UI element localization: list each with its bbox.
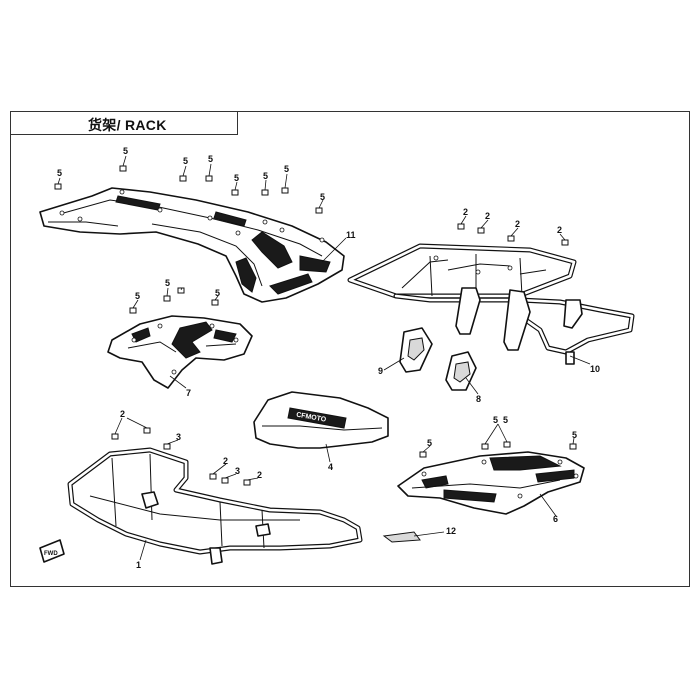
callout-2: 2 bbox=[515, 219, 520, 229]
bolt-5 bbox=[205, 175, 213, 182]
callout-5: 5 bbox=[57, 168, 62, 178]
callout-10: 10 bbox=[590, 364, 600, 374]
bolt-5 bbox=[281, 187, 289, 194]
callout-12: 12 bbox=[446, 526, 456, 536]
callout-7: 7 bbox=[186, 388, 191, 398]
part-9-bracket bbox=[399, 327, 433, 373]
callout-2: 2 bbox=[223, 456, 228, 466]
bolt-2 bbox=[243, 479, 251, 486]
diagram-frame bbox=[10, 111, 690, 587]
bolt-5 bbox=[211, 299, 219, 306]
bolts bbox=[54, 165, 577, 486]
part-8-bracket bbox=[445, 351, 477, 391]
callouts: 5 5 5 5 5 5 5 5 11 2 2 2 2 10 5 5 5 7 9 … bbox=[57, 146, 600, 570]
callout-5: 5 bbox=[503, 415, 508, 425]
bolt-5 bbox=[129, 307, 137, 314]
callout-9: 9 bbox=[378, 366, 383, 376]
callout-5: 5 bbox=[215, 288, 220, 298]
callout-5: 5 bbox=[234, 173, 239, 183]
bolt-2 bbox=[561, 239, 569, 246]
bolt-2 bbox=[477, 227, 485, 234]
bolt-3 bbox=[221, 477, 229, 484]
callout-5: 5 bbox=[123, 146, 128, 156]
callout-2: 2 bbox=[120, 409, 125, 419]
part-4-cover: CFMOTO bbox=[253, 391, 389, 449]
bolt-5 bbox=[179, 175, 187, 182]
callout-5: 5 bbox=[263, 171, 268, 181]
callout-5: 5 bbox=[427, 438, 432, 448]
bolt-2 bbox=[457, 223, 465, 230]
callout-5: 5 bbox=[165, 278, 170, 288]
callout-2: 2 bbox=[485, 211, 490, 221]
fwd-arrow-icon: FWD bbox=[39, 539, 65, 563]
callout-2: 2 bbox=[257, 470, 262, 480]
part-12-strip bbox=[382, 531, 421, 543]
callout-1: 1 bbox=[136, 560, 141, 570]
bolt-5 bbox=[54, 183, 62, 190]
bolt-3 bbox=[163, 443, 171, 450]
diagram-title: 货架/ RACK bbox=[88, 117, 167, 133]
fwd-label: FWD bbox=[44, 551, 58, 557]
callout-5: 5 bbox=[135, 291, 140, 301]
bolt-5 bbox=[231, 189, 239, 196]
part-1-front-tube-frame bbox=[67, 447, 363, 565]
bolt-5 bbox=[569, 443, 577, 450]
callout-2: 2 bbox=[463, 207, 468, 217]
bolt-5 bbox=[503, 441, 511, 448]
part-11-front-rack-panel bbox=[39, 187, 345, 303]
bolt-5 bbox=[177, 287, 185, 294]
callout-6: 6 bbox=[553, 514, 558, 524]
bolt-2 bbox=[143, 427, 151, 434]
callout-4: 4 bbox=[328, 462, 333, 472]
bolt-2 bbox=[507, 235, 515, 242]
part-10-rear-tube-rack bbox=[347, 243, 635, 365]
callout-3: 3 bbox=[235, 466, 240, 476]
bolt-2 bbox=[111, 433, 119, 440]
bolt-5 bbox=[315, 207, 323, 214]
callout-5: 5 bbox=[183, 156, 188, 166]
title-box bbox=[10, 111, 238, 135]
bolt-5 bbox=[419, 451, 427, 458]
callout-5: 5 bbox=[320, 192, 325, 202]
callout-5: 5 bbox=[208, 154, 213, 164]
callout-8: 8 bbox=[476, 394, 481, 404]
callout-2: 2 bbox=[557, 225, 562, 235]
leader-lines bbox=[57, 155, 591, 561]
bolt-5 bbox=[261, 189, 269, 196]
bolt-2 bbox=[209, 473, 217, 480]
callout-11: 11 bbox=[346, 230, 356, 240]
callout-5: 5 bbox=[572, 430, 577, 440]
bolt-5 bbox=[119, 165, 127, 172]
part-7-middle-panel bbox=[107, 315, 253, 389]
callout-5: 5 bbox=[493, 415, 498, 425]
bolt-5 bbox=[163, 295, 171, 302]
part-6-rear-panel bbox=[397, 451, 585, 515]
callout-5: 5 bbox=[284, 164, 289, 174]
bolt-5 bbox=[481, 443, 489, 450]
callout-3: 3 bbox=[176, 432, 181, 442]
